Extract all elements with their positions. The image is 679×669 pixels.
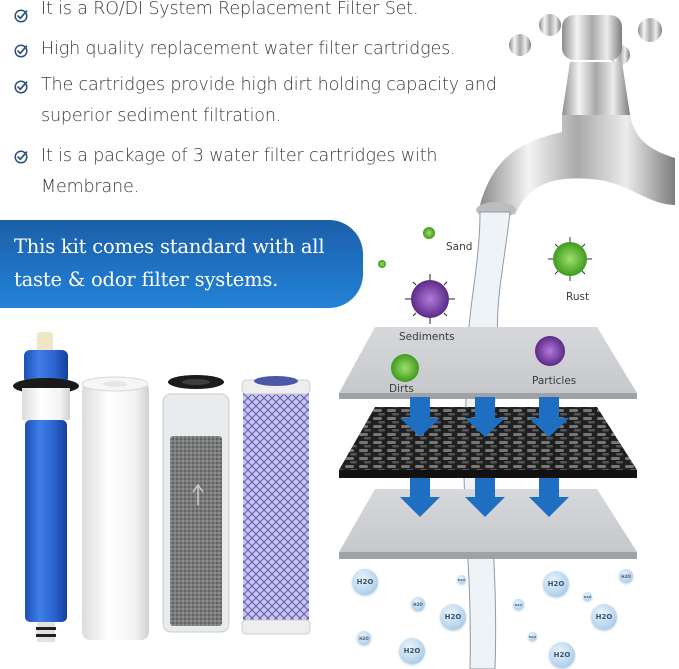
h2o-bubble: H2O (543, 571, 569, 597)
h2o-bubble: H2O (399, 638, 425, 664)
sediment-filter-layer (339, 327, 637, 399)
virus-sand-icon (423, 227, 435, 239)
check-circle-icon (14, 80, 28, 94)
virus-particles-icon (535, 336, 565, 366)
feature-text: It is a RO/DI System Replacement Filter … (41, 0, 419, 19)
feature-item: The cartridges provide high dirt holding… (0, 70, 500, 132)
sediment-cartridge (81, 376, 149, 640)
label-particles: Particles (532, 375, 577, 387)
feature-item: It is a RO/DI System Replacement Filter … (0, 0, 500, 31)
banner-text: This kit comes standard with all taste &… (14, 235, 325, 291)
h2o-bubble: H2O (457, 575, 466, 584)
feature-item: High quality replacement water filter ca… (0, 35, 500, 66)
feature-item: It is a package of 3 water filter cartri… (0, 140, 500, 202)
down-arrow-icon (465, 478, 505, 517)
h2o-bubble: H2O (583, 592, 592, 601)
carbon-granule-cartridge (162, 375, 230, 633)
faucet-icon (476, 14, 675, 218)
h2o-bubble: H2O (357, 631, 371, 645)
label-sand: Sand (446, 241, 473, 253)
label-dirts: Dirts (389, 383, 414, 395)
feature-text: The cartridges provide high dirt holding… (41, 75, 497, 126)
down-arrow-icon (465, 397, 505, 437)
feature-text: It is a package of 3 water filter cartri… (41, 146, 438, 197)
check-circle-icon (14, 9, 28, 23)
check-circle-icon (14, 150, 28, 164)
feature-text: High quality replacement water filter ca… (41, 39, 456, 59)
filtration-illustration (339, 14, 675, 669)
filter-cartridges-image (13, 332, 311, 642)
h2o-bubble: H2O (591, 604, 617, 630)
h2o-bubble: H2O (619, 569, 633, 583)
h2o-bubble: H2O (440, 604, 466, 630)
h2o-bubble: H2O (352, 569, 378, 595)
virus-small-icon (378, 260, 386, 268)
ro-membrane (13, 332, 79, 642)
virus-dirts-icon (391, 354, 419, 382)
h2o-bubble: H2O (549, 642, 575, 668)
virus-rust-icon (548, 237, 592, 281)
down-arrow-icon (400, 397, 440, 437)
label-rust: Rust (566, 291, 590, 303)
down-arrow-icon (400, 478, 440, 517)
carbon-block-cartridge (241, 376, 311, 635)
promo-banner: This kit comes standard with all taste &… (0, 220, 363, 308)
h2o-bubble: H2O (528, 632, 537, 641)
down-arrow-icon (529, 397, 569, 437)
h2o-bubble: H2O (513, 599, 524, 610)
check-circle-icon (14, 44, 28, 58)
h2o-bubble: H2O (411, 597, 425, 611)
label-sediments: Sediments (399, 331, 455, 343)
flow-arrows (400, 397, 569, 517)
virus-sediments-icon (405, 274, 455, 324)
down-arrow-icon (529, 478, 569, 517)
